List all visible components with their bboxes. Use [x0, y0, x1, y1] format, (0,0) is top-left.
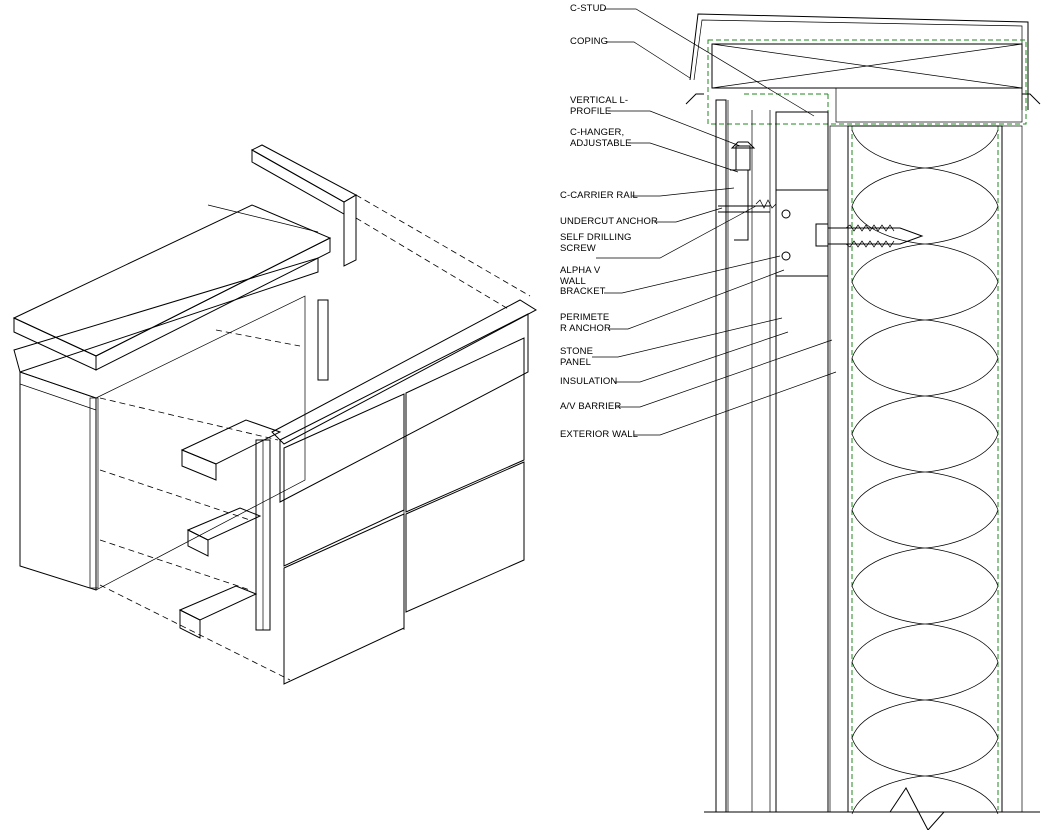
insulation-loop: [851, 737, 999, 815]
label-perimeter-anchor: PERIMETE R ANCHOR: [560, 312, 611, 334]
bracket-hardware: [718, 141, 924, 277]
label-alpha-v-wall-bracket: ALPHA V WALL BRACKET: [560, 265, 606, 297]
c-stud-box: [711, 43, 1023, 123]
label-coping: COPING: [570, 36, 609, 47]
label-vertical-l-profile: VERTICAL L- PROFILE: [570, 95, 629, 117]
label-exterior-wall: EXTERIOR WALL: [560, 429, 639, 440]
coping-cap: [685, 13, 1041, 110]
insulation-loop: [851, 281, 999, 359]
label-c-hanger: C-HANGER, ADJUSTABLE: [570, 127, 632, 149]
break-line: [704, 787, 1040, 830]
iso-back-wall: [13, 257, 319, 591]
insulation-loop: [851, 661, 999, 739]
section-view: [592, 8, 1041, 830]
leader-lines: [592, 8, 837, 436]
label-av-barrier: A/V BARRIER: [560, 401, 622, 412]
label-c-stud: C-STUD: [570, 3, 607, 14]
insulation-loop: [851, 433, 999, 511]
iso-rails: [89, 299, 329, 631]
label-insulation: INSULATION: [560, 376, 618, 387]
insulation-loop: [851, 129, 999, 207]
label-undercut-anchor: UNDERCUT ANCHOR: [560, 216, 658, 227]
vertical-l-profile-bar: [715, 99, 727, 813]
label-c-carrier-rail: C-CARRIER RAIL: [560, 190, 638, 201]
label-stone-panel: STONE PANEL: [560, 346, 594, 368]
label-self-drilling-screw: SELF DRILLING SCREW: [560, 232, 632, 254]
iso-ledges: [178, 419, 282, 639]
insulation-loop: [851, 205, 999, 283]
insulation-loop: [851, 585, 999, 663]
insulation-loop: [851, 357, 999, 435]
iso-stone-panels: [271, 299, 537, 685]
insulation-batt: [851, 129, 999, 815]
insulation-loop: [851, 509, 999, 587]
dashed-outlines: [707, 39, 1027, 810]
iso-projection-lines: [99, 194, 531, 681]
isometric-view: [12, 144, 537, 685]
